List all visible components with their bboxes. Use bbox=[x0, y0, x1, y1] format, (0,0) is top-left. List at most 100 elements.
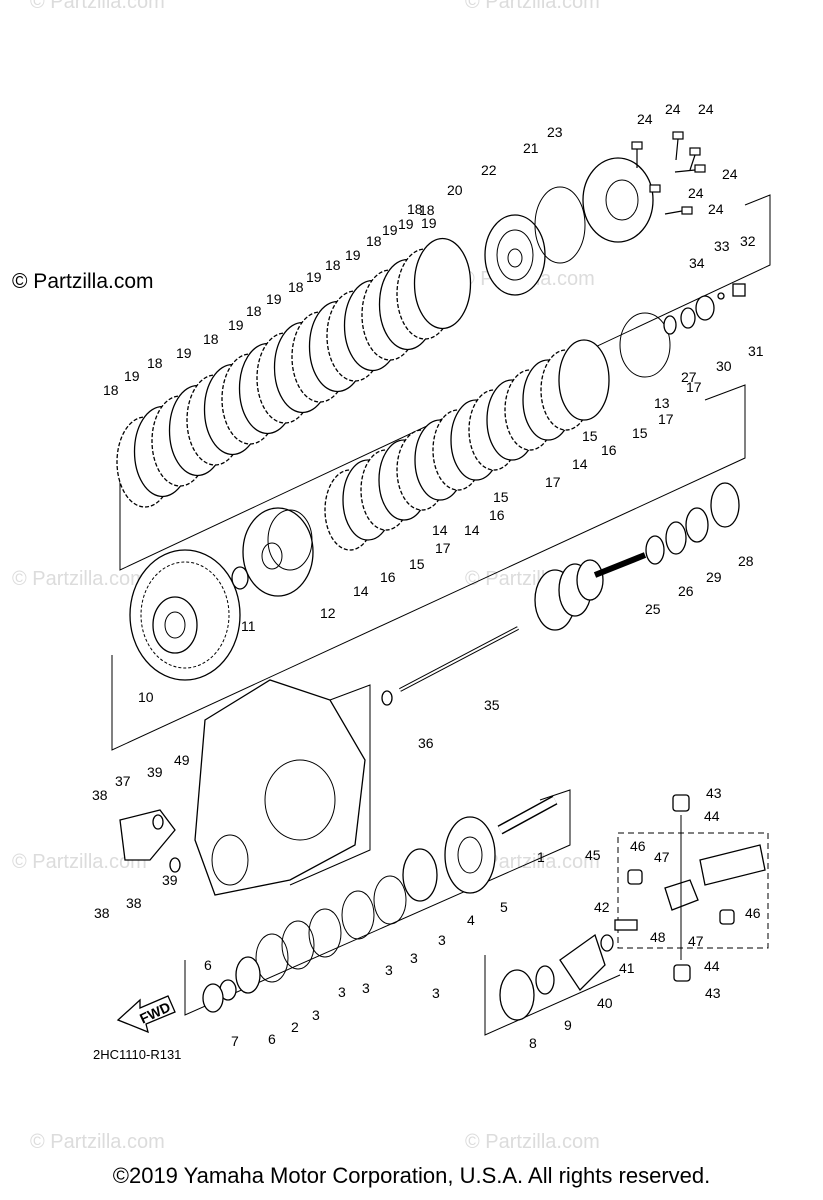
part-number-label: 19 bbox=[266, 291, 282, 307]
part-number-label: 26 bbox=[678, 583, 694, 599]
brand-caption: © Partzilla.com bbox=[12, 270, 154, 293]
part-number-label: 14 bbox=[572, 456, 588, 472]
clutch-plate bbox=[413, 237, 472, 330]
part-number-label: 38 bbox=[94, 905, 110, 921]
transmission-shaft bbox=[381, 482, 740, 706]
part-number-label: 18 bbox=[407, 201, 423, 217]
part-number-label: 18 bbox=[246, 303, 262, 319]
part-number-label: 24 bbox=[698, 101, 714, 117]
part-number-label: 14 bbox=[432, 522, 448, 538]
watermark: © Partzilla.com bbox=[465, 1131, 600, 1153]
part-number-label: 47 bbox=[654, 849, 670, 865]
part-number-label: 7 bbox=[231, 1033, 239, 1049]
part-number-label: 40 bbox=[597, 995, 613, 1011]
part-number-label: 19 bbox=[124, 368, 140, 384]
part-number-label: 36 bbox=[418, 735, 434, 751]
part-number-label: 38 bbox=[126, 895, 142, 911]
part-number-label: 18 bbox=[288, 279, 304, 295]
part-number-label: 39 bbox=[147, 764, 163, 780]
watermark: © Partzilla.com bbox=[12, 568, 147, 590]
watermark: © Partzilla.com bbox=[465, 0, 600, 13]
part-number-label: 39 bbox=[162, 872, 178, 888]
part-number-label: 18 bbox=[147, 355, 163, 371]
part-number-label: 16 bbox=[380, 569, 396, 585]
part-number-label: 24 bbox=[708, 201, 724, 217]
watermark: © Partzilla.com bbox=[30, 0, 165, 13]
part-number-label: 3 bbox=[432, 985, 440, 1001]
part-number-label: 44 bbox=[704, 958, 720, 974]
fwd-label: FWD bbox=[137, 999, 173, 1027]
part-number-label: 22 bbox=[481, 162, 497, 178]
part-number-label: 17 bbox=[686, 379, 702, 395]
part-number-label: 19 bbox=[421, 215, 437, 231]
part-number-label: 23 bbox=[547, 124, 563, 140]
part-number-label: 46 bbox=[630, 838, 646, 854]
part-number-label: 24 bbox=[665, 101, 681, 117]
part-number-label: 16 bbox=[601, 442, 617, 458]
part-number-label: 43 bbox=[706, 785, 722, 801]
clutch-boss bbox=[231, 507, 314, 597]
part-number-label: 24 bbox=[688, 185, 704, 201]
part-number-label: 3 bbox=[438, 932, 446, 948]
part-number-label: 1 bbox=[537, 849, 545, 865]
fwd-arrow-icon: FWD bbox=[116, 995, 176, 1034]
part-number-label: 33 bbox=[714, 238, 730, 254]
diagram-code: 2HC1110-R131 bbox=[93, 1047, 182, 1062]
part-number-label: 19 bbox=[345, 247, 361, 263]
part-number-label: 28 bbox=[738, 553, 754, 569]
part-number-label: 3 bbox=[362, 980, 370, 996]
part-number-label: 6 bbox=[268, 1031, 276, 1047]
part-number-label: 32 bbox=[740, 233, 756, 249]
part-number-label: 20 bbox=[447, 182, 463, 198]
part-number-label: 27 bbox=[681, 369, 697, 385]
part-number-label: 48 bbox=[650, 929, 666, 945]
part-number-label: 11 bbox=[241, 618, 256, 634]
part-number-label: 19 bbox=[228, 317, 244, 333]
watermark: © Partzilla.com bbox=[12, 851, 147, 873]
part-number-label: 19 bbox=[176, 345, 192, 361]
part-number-label: 2 bbox=[291, 1019, 299, 1035]
part-number-label: 16 bbox=[489, 507, 505, 523]
part-number-label: 18 bbox=[366, 233, 382, 249]
part-number-label: 3 bbox=[410, 950, 418, 966]
part-number-label: 14 bbox=[353, 583, 369, 599]
part-number-label: 46 bbox=[745, 905, 761, 921]
part-number-label: 15 bbox=[582, 428, 598, 444]
part-number-label: 18 bbox=[325, 257, 341, 273]
part-number-label: 35 bbox=[484, 697, 500, 713]
part-number-label: 12 bbox=[320, 605, 336, 621]
part-number-label: 3 bbox=[385, 962, 393, 978]
part-number-label: 18 bbox=[419, 202, 435, 218]
part-number-label: 15 bbox=[409, 556, 425, 572]
part-number-label: 29 bbox=[706, 569, 722, 585]
part-number-label: 44 bbox=[704, 808, 720, 824]
part-number-label: 21 bbox=[523, 140, 539, 156]
part-number-label: 43 bbox=[705, 985, 721, 1001]
part-number-label: 18 bbox=[103, 382, 119, 398]
sensor-bracket bbox=[119, 809, 181, 873]
part-number-label: 45 bbox=[585, 847, 601, 863]
part-number-label: 6 bbox=[204, 957, 212, 973]
crankcase bbox=[194, 679, 366, 896]
part-number-label: 19 bbox=[306, 269, 322, 285]
part-number-label: 24 bbox=[637, 111, 653, 127]
bolt-set bbox=[631, 131, 706, 215]
part-number-label: 13 bbox=[654, 395, 670, 411]
release-parts bbox=[619, 283, 746, 378]
part-number-label: 42 bbox=[594, 899, 610, 915]
part-number-label: 3 bbox=[338, 984, 346, 1000]
universal-joint bbox=[627, 794, 766, 982]
part-number-label: 30 bbox=[716, 358, 732, 374]
part-number-label: 5 bbox=[500, 899, 508, 915]
part-number-label: 19 bbox=[382, 222, 398, 238]
part-number-label: 37 bbox=[115, 773, 131, 789]
part-number-label: 9 bbox=[564, 1017, 572, 1033]
inner-plate-stack bbox=[324, 339, 610, 551]
part-number-label: 24 bbox=[722, 166, 738, 182]
output-gears bbox=[202, 795, 638, 1021]
group-frames bbox=[111, 194, 771, 1036]
part-number-label: 8 bbox=[529, 1035, 537, 1051]
part-number-label: 41 bbox=[619, 960, 635, 976]
